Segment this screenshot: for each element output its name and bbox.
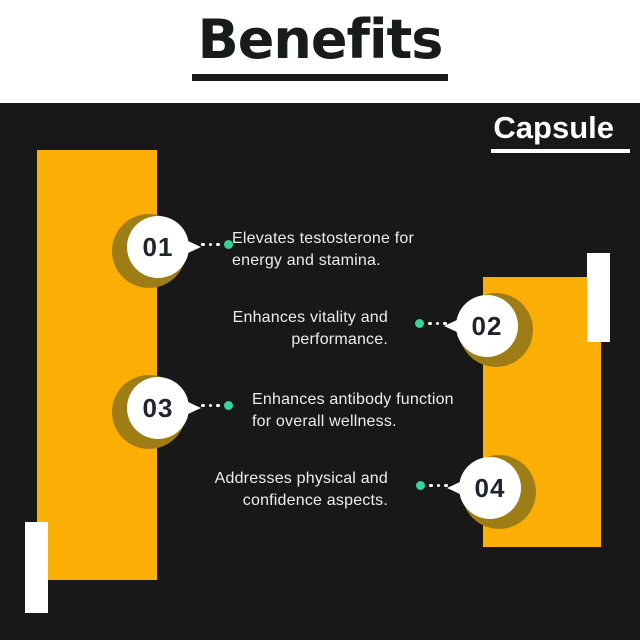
connector-dot (216, 242, 220, 247)
white-accent-bottom-left (25, 522, 48, 613)
teal-dot (223, 401, 233, 410)
connector-dot (428, 321, 432, 326)
benefit-number: 02 (471, 310, 503, 341)
benefit-text: Elevates testosterone for energy and sta… (232, 230, 414, 269)
bubble-tail (447, 482, 460, 494)
number-bubble: 04 (447, 457, 521, 519)
connector-dot (435, 321, 439, 326)
dark-stage: Capsule 01 Elevates testosterone for ene… (0, 103, 640, 640)
connector-dot (201, 242, 205, 247)
connector-dot (216, 403, 220, 408)
number-bubble: 02 (444, 295, 518, 357)
benefit-number: 03 (142, 392, 174, 423)
connector-dot (444, 483, 448, 488)
connector-dot (208, 242, 212, 247)
dotted-connector (201, 240, 233, 249)
number-bubble: 01 (127, 216, 201, 278)
teal-dot (223, 240, 233, 249)
number-bubble: 03 (127, 377, 201, 439)
bubble-tail (188, 241, 201, 253)
connector-dot (443, 321, 447, 326)
page-title: Benefits (191, 10, 449, 82)
connector-dot (429, 483, 433, 488)
white-accent-top-right (587, 253, 610, 342)
benefit-text: Addresses physical and confidence aspect… (214, 470, 388, 509)
header-band: Benefits (0, 0, 640, 103)
teal-dot (415, 319, 424, 328)
dotted-connector (201, 401, 233, 410)
bubble-tail (188, 402, 201, 414)
benefit-text: Enhances antibody function for overall w… (252, 391, 454, 430)
benefit-number: 01 (142, 231, 174, 262)
bubble-tail (444, 320, 457, 332)
connector-dot (201, 403, 205, 408)
teal-dot (416, 481, 425, 490)
product-label: Capsule (491, 110, 630, 154)
dotted-connector (416, 481, 448, 490)
connector-dot (208, 403, 212, 408)
connector-dot (436, 483, 440, 488)
benefit-number: 04 (474, 472, 506, 503)
benefit-text: Enhances vitality and performance. (232, 309, 388, 348)
dotted-connector (415, 319, 447, 328)
